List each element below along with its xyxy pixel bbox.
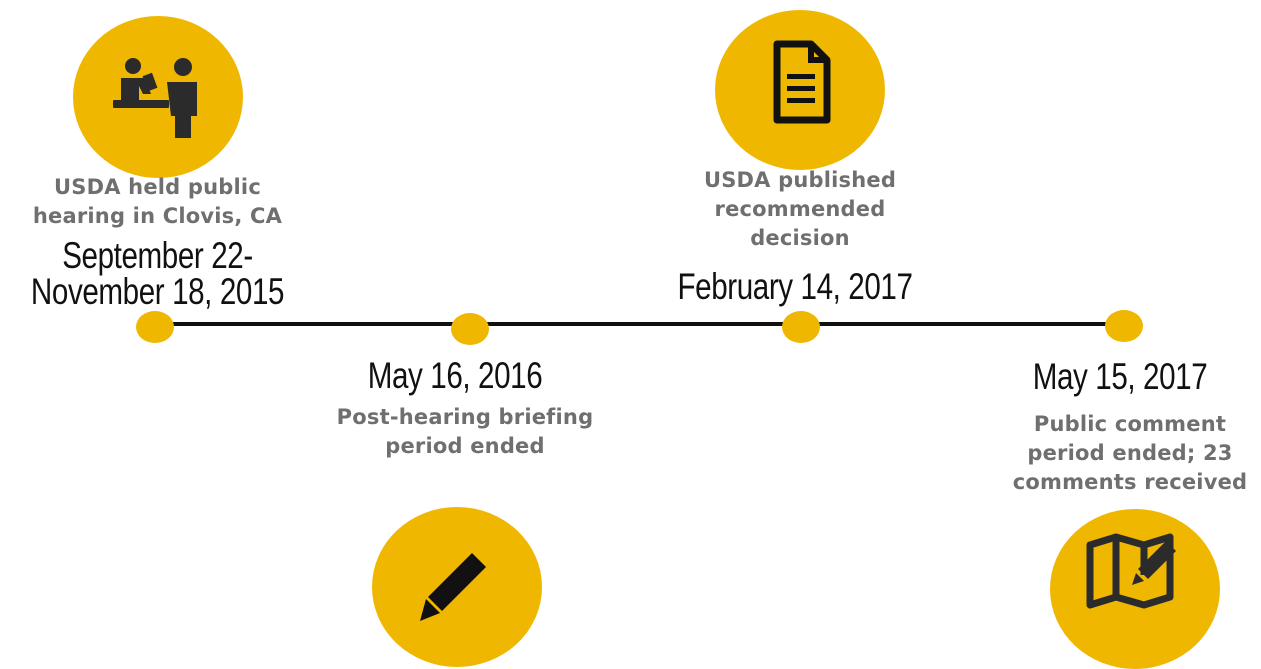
map-edit-icon xyxy=(1084,527,1184,617)
event-1-date: September 22- November 18, 2015 xyxy=(30,235,285,312)
event-3-description: USDA published recommended decision xyxy=(703,168,897,250)
event-1-icon-circle xyxy=(73,16,243,178)
timeline-dot-2 xyxy=(451,313,489,345)
timeline-dot-3 xyxy=(782,311,820,343)
timeline-line xyxy=(155,322,1125,326)
event-4-date: May 15, 2017 xyxy=(1032,356,1208,397)
event-2-icon-circle xyxy=(372,507,542,667)
event-3-icon-circle xyxy=(715,10,885,170)
timeline-dot-1 xyxy=(136,311,174,343)
event-4-description: Public comment period ended; 23 comments… xyxy=(1012,412,1248,494)
event-1-description: USDA held public hearing in Clovis, CA xyxy=(32,175,283,228)
timeline-dot-4 xyxy=(1105,310,1143,342)
event-2-date: May 16, 2016 xyxy=(367,355,543,396)
pencil-icon xyxy=(414,547,494,627)
meeting-icon xyxy=(107,56,207,138)
event-3-date: February 14, 2017 xyxy=(677,266,913,307)
event-2-description: Post-hearing briefing period ended xyxy=(336,405,594,458)
event-4-icon-circle xyxy=(1050,509,1220,669)
document-icon xyxy=(771,40,831,124)
